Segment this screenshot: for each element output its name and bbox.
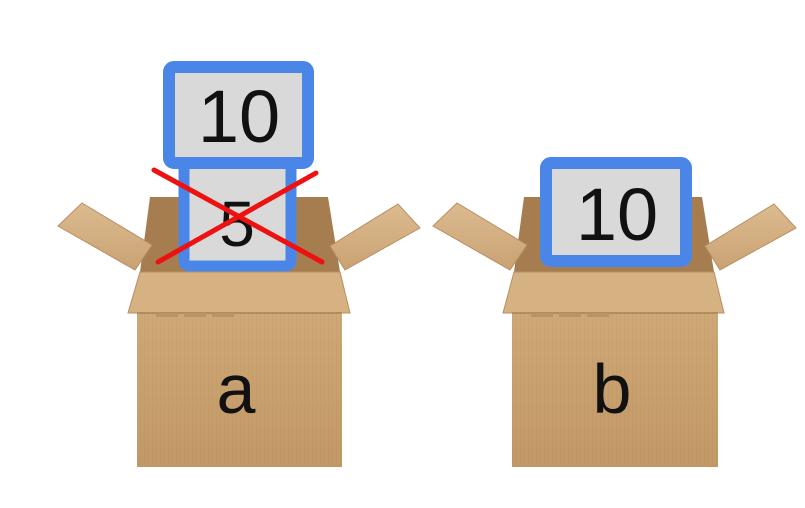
box-a-front: a bbox=[127, 271, 351, 467]
box-b-right-flap bbox=[704, 203, 797, 271]
box-b-label: b bbox=[593, 350, 632, 428]
box-a-label: a bbox=[217, 350, 256, 428]
box-b-value: 10 bbox=[576, 173, 658, 256]
cross-out-mark bbox=[151, 167, 325, 265]
box-b-front: b bbox=[502, 271, 725, 467]
box-b-left-flap bbox=[432, 202, 528, 271]
box-a-new-value: 10 bbox=[198, 75, 280, 158]
box-b-value-card: 10 bbox=[540, 157, 692, 267]
box-a-right-flap bbox=[329, 203, 421, 271]
box-a-new-value-card: 10 bbox=[163, 61, 314, 169]
box-a-left-flap bbox=[57, 202, 153, 271]
